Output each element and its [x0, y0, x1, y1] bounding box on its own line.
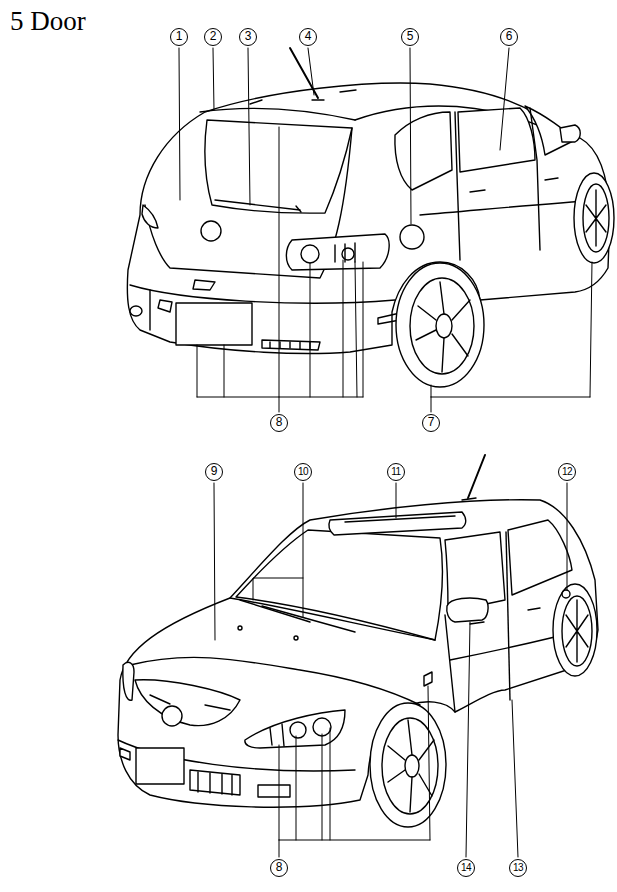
callout-number: 8	[270, 414, 288, 432]
callout-number: 8	[270, 859, 288, 877]
callout-number: 13	[509, 859, 527, 877]
callout-number: 12	[558, 463, 576, 481]
diagram-title: 5 Door	[10, 6, 86, 37]
callout-number: 9	[205, 463, 223, 481]
callout-number: 1	[170, 28, 188, 46]
callout-number: 11	[387, 463, 405, 481]
callout-number: 2	[204, 28, 222, 46]
callout-number: 4	[299, 28, 317, 46]
callout-number: 6	[500, 28, 518, 46]
callout-number: 10	[294, 463, 312, 481]
callout-number: 3	[239, 28, 257, 46]
callout-number: 5	[401, 28, 419, 46]
callout-number: 14	[457, 859, 475, 877]
callout-number: 7	[422, 414, 440, 432]
